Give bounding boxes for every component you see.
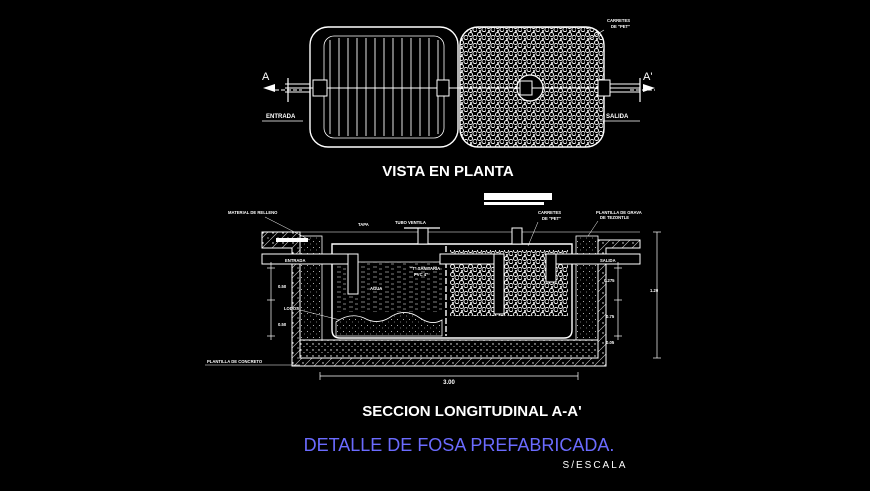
plan-inlet-label: ENTRADA [266, 114, 296, 120]
topright-label-1: PLANTILLA DE GRAVA [596, 210, 642, 215]
section-media-label-1: CARRETES [538, 210, 561, 215]
sheet-scale: S/ESCALA [563, 460, 628, 471]
plan-left-chamber [309, 26, 459, 148]
dim-middle: 0.75 [606, 314, 615, 319]
tee-label-1: "T" SANITARIA [410, 266, 440, 271]
section-view-title: SECCION LONGITUDINAL A-A' [362, 403, 581, 420]
section-media-label-2: DE "PET" [542, 216, 561, 221]
plan-outlet-label: SALIDA [606, 114, 629, 120]
plan-media-label-1: CARRETES [607, 18, 630, 23]
topright-label-2: DE TEZONTLE [600, 215, 629, 220]
plan-view: A A' ENTRADA SALIDA CARRETES DE "PET" VI… [262, 18, 655, 180]
concrete-slab [299, 339, 599, 359]
vent-pipe-label: TUBO VENTILA [395, 220, 426, 225]
section-view: MATERIAL DE RELLENO TAPA TUBO VENTILA CA… [205, 193, 661, 420]
tee-label-2: PVC 4" [414, 272, 428, 277]
sludge-label: LODOS [284, 306, 299, 311]
cover-label: TAPA [358, 222, 369, 227]
dim-base: 0.05 [606, 340, 615, 345]
dim-left-1: 0.50 [278, 284, 287, 289]
section-inlet-label: ENTRADA [285, 258, 305, 263]
section-arrow-right-icon [643, 84, 655, 92]
section-mark-left: A [262, 71, 270, 83]
dim-left-2: 0.50 [278, 322, 287, 327]
dim-total-length: 3.00 [443, 380, 455, 386]
concrete-label: PLANTILLA DE CONCRETO [207, 359, 263, 364]
sheet-title: DETALLE DE FOSA PREFABRICADA. [304, 435, 615, 455]
water-label: AGUA [370, 286, 382, 291]
fill-material-label: MATERIAL DE RELLENO [228, 210, 278, 215]
section-mark-right: A' [643, 71, 652, 83]
plan-view-title: VISTA EN PLANTA [382, 163, 514, 180]
plan-media-label-2: DE "PET" [611, 24, 630, 29]
dim-upper: 0.275 [604, 278, 615, 283]
plan-left-chamber-stripes [329, 38, 439, 136]
dim-total-height: 1.20 [650, 288, 659, 293]
section-outlet-label: SALIDA [600, 258, 616, 263]
section-arrow-left-icon [263, 84, 275, 92]
tank-body [331, 243, 573, 339]
